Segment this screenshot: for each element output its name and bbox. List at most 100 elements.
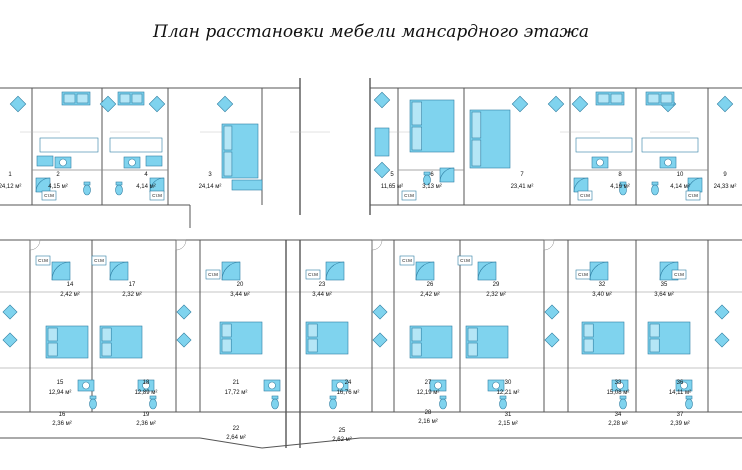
- armchair: [511, 95, 529, 113]
- pillow: [307, 323, 318, 338]
- room-number: 14: [67, 282, 74, 288]
- bay-wall-left: [199, 437, 263, 449]
- toilet-bowl: [329, 398, 337, 410]
- shower-arc: [415, 261, 435, 281]
- pillow: [411, 126, 422, 151]
- room-area: 2,64 м²: [226, 435, 245, 441]
- shower-arc: [687, 177, 703, 193]
- armchair: [176, 304, 192, 320]
- room-number: 7: [520, 172, 524, 178]
- toilet-tank: [89, 395, 97, 400]
- wardrobe: [685, 190, 701, 201]
- room-number: 33: [615, 380, 622, 386]
- armchair-seat: [511, 95, 529, 113]
- toilet-bowl: [83, 184, 91, 196]
- room-number: 15: [57, 380, 64, 386]
- room-number: 23: [319, 282, 326, 288]
- sink-bowl: [59, 158, 67, 167]
- room-area: 23,41 м²: [511, 184, 534, 190]
- room-area: 12,94 м²: [49, 390, 72, 396]
- shower-arc: [439, 167, 455, 183]
- toilet-bowl: [149, 398, 157, 410]
- pillow: [649, 338, 660, 353]
- room-number: 6: [430, 172, 434, 178]
- room-number: 30: [505, 380, 512, 386]
- room-area: 3,44 м²: [230, 292, 249, 298]
- room-number: 19: [143, 412, 150, 418]
- room-area: 16,76 м²: [337, 390, 360, 396]
- door-swing: [29, 239, 41, 251]
- room-number: 31: [505, 412, 512, 418]
- sofa-cushion: [119, 93, 131, 104]
- toilet-tank: [271, 395, 279, 400]
- table: [109, 137, 163, 153]
- toilet-bowl: [423, 174, 431, 186]
- armchair-seat: [176, 304, 192, 320]
- sofa-cushion: [131, 93, 143, 104]
- armchair-seat: [547, 95, 565, 113]
- pillow: [307, 338, 318, 353]
- shower-arc: [325, 261, 345, 281]
- armchair-seat: [716, 95, 734, 113]
- armchair: [373, 91, 391, 109]
- toilet-bowl: [619, 398, 627, 410]
- armchair-seat: [373, 161, 391, 179]
- room-number: 16: [59, 412, 66, 418]
- armchair-seat: [571, 95, 589, 113]
- armchair: [547, 95, 565, 113]
- wardrobe: [41, 190, 57, 201]
- wardrobe: [205, 269, 221, 280]
- sofa-cushion: [76, 93, 89, 104]
- sink-bowl: [128, 158, 136, 167]
- wardrobe-label: Ст.М: [402, 258, 412, 263]
- shower-tray: [221, 261, 241, 281]
- room-number: 29: [493, 282, 500, 288]
- sofa-cushion: [660, 93, 673, 104]
- door-swing: [543, 239, 555, 251]
- armchair: [714, 332, 730, 348]
- table: [575, 137, 633, 153]
- shower-tray: [439, 167, 455, 183]
- shower-tray: [325, 261, 345, 281]
- toilet-bowl: [439, 398, 447, 410]
- pillow: [583, 323, 594, 338]
- armchair: [571, 95, 589, 113]
- room-number: 1: [8, 172, 12, 178]
- wardrobe-label: Ст.М: [674, 272, 684, 277]
- armchair-seat: [714, 304, 730, 320]
- room-area: 3,40 м²: [592, 292, 611, 298]
- pillow: [223, 151, 233, 177]
- room-area: 2,42 м²: [60, 292, 79, 298]
- room-area: 2,36 м²: [136, 421, 155, 427]
- pillow: [411, 342, 422, 357]
- room-number: 8: [618, 172, 622, 178]
- room-area: 2,36 м²: [52, 421, 71, 427]
- sink-bowl: [434, 381, 442, 390]
- room-area: 2,42 м²: [420, 292, 439, 298]
- room-area: 14,11 м²: [669, 390, 691, 396]
- sink-bowl: [664, 158, 672, 167]
- table: [39, 137, 99, 153]
- room-number: 9: [723, 172, 727, 178]
- pillow: [649, 323, 660, 338]
- sink-bowl: [492, 381, 500, 390]
- toilet-tank: [439, 395, 447, 400]
- toilet-bowl: [115, 184, 123, 196]
- armchair: [714, 304, 730, 320]
- room-area: 2,62 м²: [332, 437, 351, 443]
- sink-bowl: [142, 381, 150, 390]
- room-area: 4,15 м²: [48, 184, 67, 190]
- room-area: 17,72 м²: [225, 390, 248, 396]
- shower-tray: [415, 261, 435, 281]
- sofa-cushion: [63, 93, 76, 104]
- room-number: 5: [390, 172, 394, 178]
- toilet-bowl: [619, 184, 627, 196]
- room-area: 2,32 м²: [486, 292, 505, 298]
- wardrobe-label: Ст.М: [38, 258, 48, 263]
- room-number: 35: [661, 282, 668, 288]
- wardrobe-label: Ст.М: [460, 258, 470, 263]
- room-number: 22: [233, 426, 240, 432]
- armchair-seat: [176, 332, 192, 348]
- desk: [374, 127, 390, 157]
- armchair-seat: [9, 95, 27, 113]
